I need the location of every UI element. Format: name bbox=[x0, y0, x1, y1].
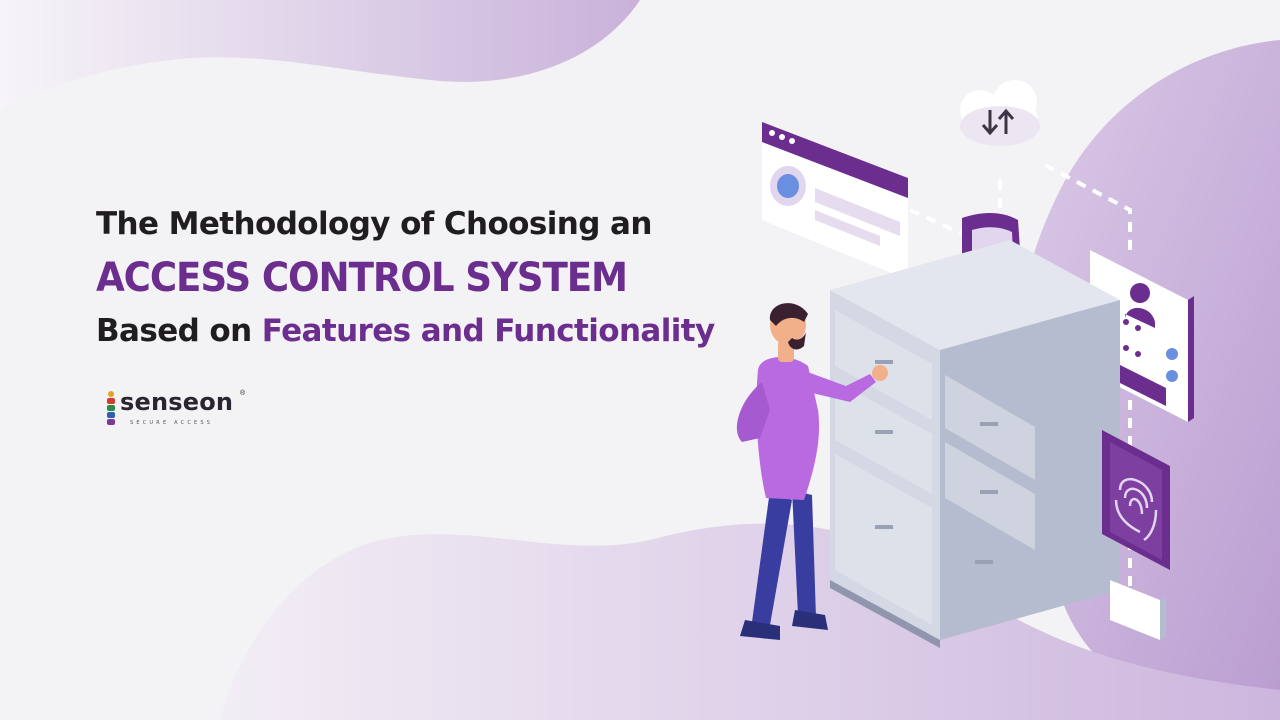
top-blob bbox=[0, 0, 640, 110]
brand-mark-icon bbox=[107, 391, 115, 425]
headline-line-3-prefix: Based on bbox=[96, 313, 262, 349]
keycard-icon bbox=[1110, 580, 1166, 640]
illustration bbox=[736, 80, 1194, 648]
file-cabinet bbox=[830, 240, 1120, 648]
headline-line-3: Based on Features and Functionality bbox=[96, 311, 715, 351]
headline: The Methodology of Choosing an ACCESS CO… bbox=[96, 203, 715, 351]
fingerprint-icon bbox=[1102, 430, 1170, 570]
brand-trademark: ® bbox=[240, 390, 246, 397]
headline-line-2: ACCESS CONTROL SYSTEM bbox=[96, 255, 628, 301]
browser-window-icon bbox=[762, 122, 908, 280]
headline-line-1: The Methodology of Choosing an bbox=[96, 206, 652, 242]
senseon-logo: senseon ® SECURE ACCESS bbox=[100, 388, 260, 430]
person-figure bbox=[736, 303, 888, 640]
cloud-sync-icon bbox=[960, 80, 1040, 146]
brand-tagline: SECURE ACCESS bbox=[130, 420, 214, 426]
brand-name: senseon bbox=[120, 388, 234, 416]
headline-line-3-accent: Features and Functionality bbox=[261, 313, 715, 349]
